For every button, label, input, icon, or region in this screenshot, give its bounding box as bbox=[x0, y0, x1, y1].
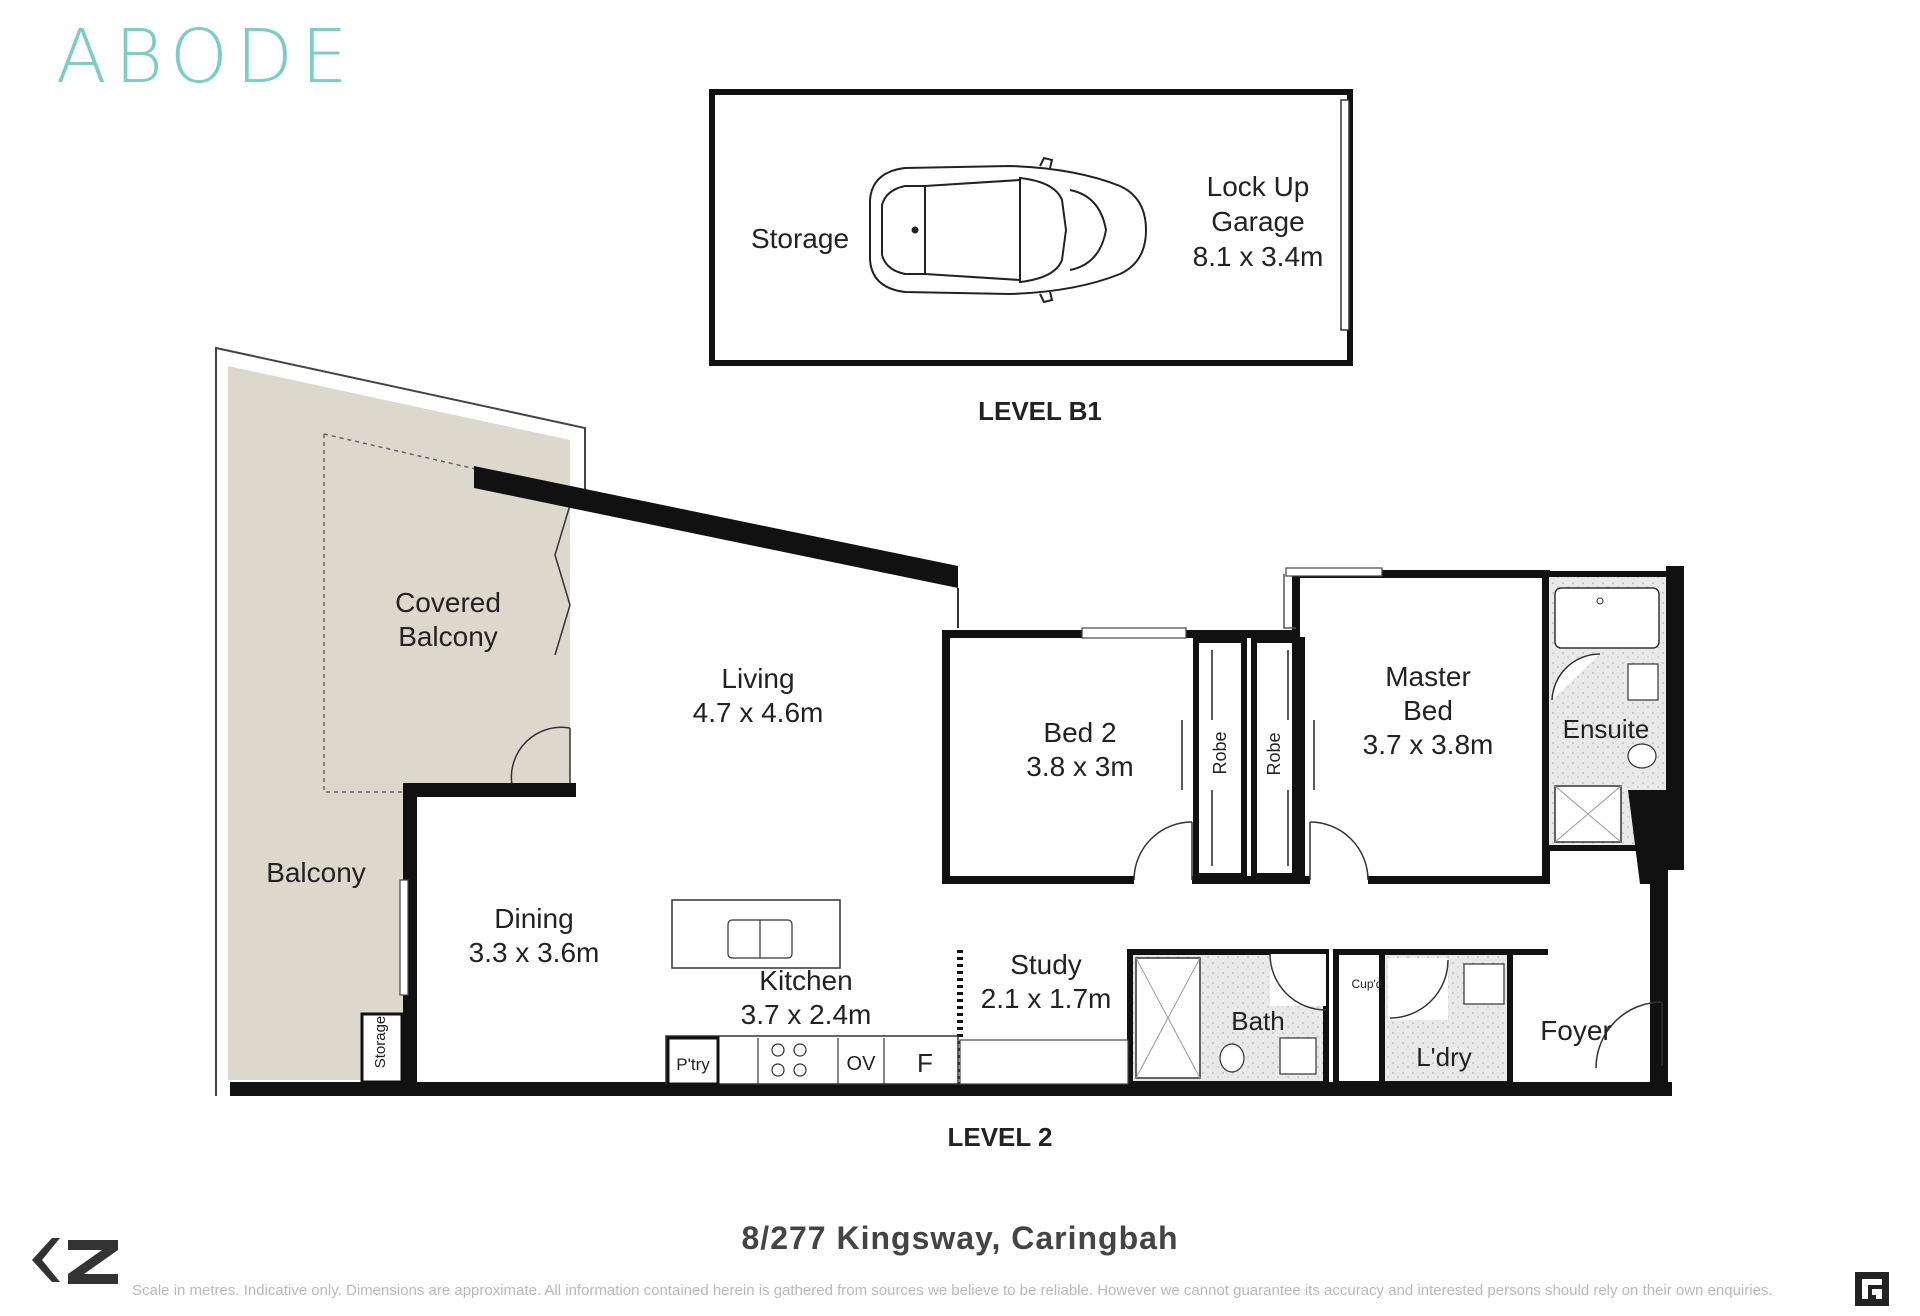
bath-door-swing bbox=[1269, 953, 1327, 1011]
cooktop-icon bbox=[771, 1043, 807, 1077]
small-storage-cupboard bbox=[360, 1012, 404, 1084]
level-label-b1: LEVEL B1 bbox=[978, 396, 1102, 426]
label-oven: OV bbox=[847, 1053, 877, 1075]
level2-plan bbox=[215, 346, 1684, 1096]
car-icon bbox=[869, 156, 1148, 304]
level-label-2: LEVEL 2 bbox=[947, 1122, 1052, 1152]
room-label-laundry: L'dry bbox=[1416, 1042, 1472, 1072]
room-label-garage-line2: Garage bbox=[1211, 206, 1304, 237]
label-storage-small: Storage bbox=[372, 1016, 389, 1069]
study-desk bbox=[959, 1039, 1129, 1085]
garage-plan bbox=[709, 89, 1353, 366]
dining-wall bbox=[403, 783, 576, 1082]
room-label-bath: Bath bbox=[1231, 1006, 1285, 1036]
balcony-balustrade bbox=[215, 346, 586, 1096]
room-dims-dining: 3.3 x 3.6m bbox=[469, 937, 600, 968]
master-window bbox=[1285, 567, 1383, 577]
ensuite-bathtub bbox=[1554, 587, 1660, 649]
pantry bbox=[666, 1036, 720, 1086]
property-address: 8/277 Kingsway, Caringbah bbox=[741, 1220, 1179, 1256]
bath-toilet bbox=[1219, 1043, 1245, 1073]
robe-door-arrows bbox=[1181, 650, 1315, 866]
room-label-bed2: Bed 2 bbox=[1043, 717, 1116, 748]
master-door-swing bbox=[1309, 821, 1369, 881]
garage-door bbox=[1340, 99, 1350, 331]
ensuite-basin bbox=[1627, 663, 1659, 701]
label-pantry: P'try bbox=[676, 1055, 710, 1074]
bifold-door bbox=[554, 504, 571, 656]
bed2-door-swing bbox=[1133, 821, 1193, 881]
floorplan-provider-icon bbox=[1855, 1272, 1889, 1306]
agency-logo-icon bbox=[32, 1238, 118, 1284]
label-fridge: F bbox=[917, 1048, 933, 1078]
room-label-storage-b1: Storage bbox=[751, 223, 849, 254]
laundry-tub bbox=[1463, 963, 1505, 1005]
bath-basin bbox=[1279, 1037, 1317, 1075]
room-dims-kitchen: 3.7 x 2.4m bbox=[741, 999, 872, 1030]
robe-bed2 bbox=[1193, 637, 1247, 879]
dining-window bbox=[399, 879, 409, 996]
room-dims-master: 3.7 x 3.8m bbox=[1363, 729, 1494, 760]
room-label-covered-balcony-2: Balcony bbox=[398, 621, 498, 652]
disclaimer-text: Scale in metres. Indicative only. Dimens… bbox=[132, 1282, 1773, 1299]
bed2-window bbox=[1081, 627, 1187, 639]
room-label-covered-balcony-1: Covered bbox=[395, 587, 501, 618]
room-label-living: Living bbox=[721, 663, 794, 694]
room-label-master-1: Master bbox=[1385, 661, 1471, 692]
garage-walls bbox=[709, 89, 1353, 366]
room-dims-living: 4.7 x 4.6m bbox=[693, 697, 824, 728]
balcony-area bbox=[228, 366, 570, 1080]
foyer-wall bbox=[1650, 866, 1668, 1096]
living-diagonal-wall bbox=[474, 466, 958, 588]
entry-door-swing bbox=[1595, 1001, 1663, 1069]
label-robe-bed2: Robe bbox=[1210, 731, 1230, 774]
master-bed-walls bbox=[1292, 570, 1550, 884]
brand-logo: ABODE bbox=[56, 14, 356, 100]
room-label-master-2: Bed bbox=[1403, 695, 1453, 726]
room-label-foyer: Foyer bbox=[1540, 1015, 1612, 1046]
room-label-dining: Dining bbox=[494, 903, 573, 934]
room-label-balcony: Balcony bbox=[266, 857, 366, 888]
room-label-study: Study bbox=[1010, 949, 1082, 980]
ensuite-toilet bbox=[1627, 743, 1657, 769]
room-dims-garage: 8.1 x 3.4m bbox=[1193, 241, 1324, 272]
laundry-door-swing bbox=[1389, 959, 1449, 1019]
room-label-garage-line1: Lock Up bbox=[1207, 171, 1310, 202]
label-robe-master: Robe bbox=[1264, 732, 1284, 775]
balcony-door-swing bbox=[510, 726, 571, 786]
room-dims-study: 2.1 x 1.7m bbox=[981, 983, 1112, 1014]
room-dims-bed2: 3.8 x 3m bbox=[1026, 751, 1133, 782]
room-label-ensuite: Ensuite bbox=[1563, 714, 1650, 744]
room-label-cupboard: Cup'd bbox=[1352, 977, 1383, 991]
room-label-kitchen: Kitchen bbox=[759, 965, 852, 996]
cupboard bbox=[1333, 949, 1385, 1087]
